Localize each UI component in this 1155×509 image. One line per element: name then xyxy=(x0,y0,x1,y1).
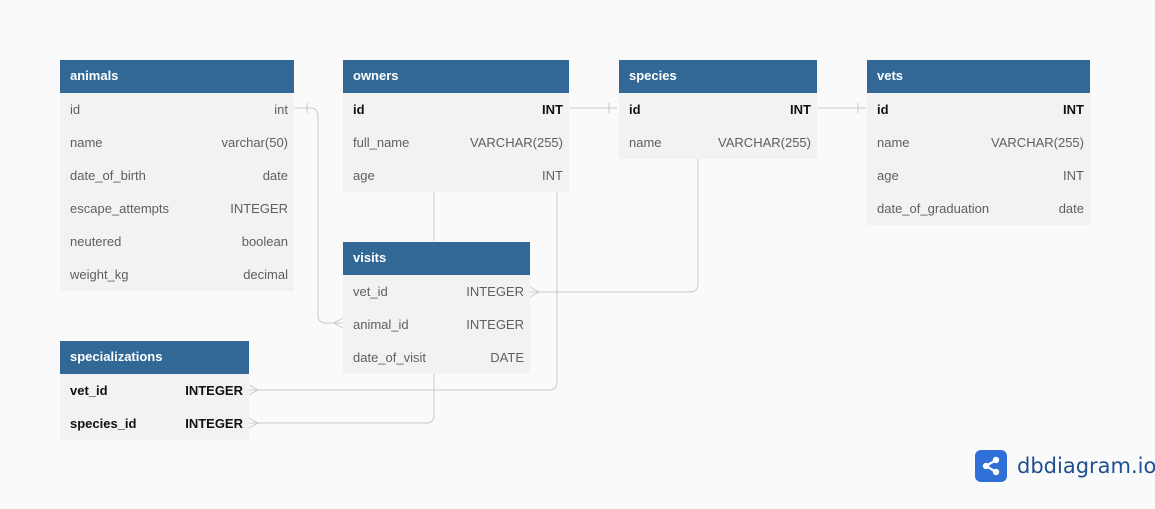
column-type: DATE xyxy=(490,350,524,365)
column-row[interactable]: date_of_visit DATE xyxy=(343,341,530,374)
column-type: INT xyxy=(542,102,563,117)
column-type: INTEGER xyxy=(466,284,524,299)
column-row[interactable]: vet_id INTEGER xyxy=(60,374,249,407)
column-name: vet_id xyxy=(353,284,388,299)
column-row[interactable]: name VARCHAR(255) xyxy=(619,126,817,159)
column-name: date_of_visit xyxy=(353,350,426,365)
column-type: INTEGER xyxy=(185,416,243,431)
column-type: date xyxy=(1058,201,1084,216)
link-visits-specializations-crowfoot xyxy=(248,417,260,429)
table-header[interactable]: visits xyxy=(343,242,530,275)
column-type: VARCHAR(255) xyxy=(991,135,1084,150)
brand-name: dbdiagram.io xyxy=(1017,454,1155,478)
column-name: neutered xyxy=(70,234,122,249)
column-type: boolean xyxy=(241,234,288,249)
table-header[interactable]: owners xyxy=(343,60,569,93)
column-row[interactable]: id INT xyxy=(343,93,569,126)
link-species-visits xyxy=(530,158,699,293)
column-row[interactable]: neutered boolean xyxy=(60,225,294,258)
column-name: date_of_graduation xyxy=(877,201,990,216)
column-type: varchar(50) xyxy=(221,135,288,150)
column-row[interactable]: escape_attempts INTEGER xyxy=(60,192,294,225)
link-species-visits-crowfoot xyxy=(529,286,541,298)
column-row[interactable]: weight_kg decimal xyxy=(60,258,294,291)
column-type: INT xyxy=(790,102,811,117)
column-name: vet_id xyxy=(70,383,108,398)
column-row[interactable]: age INT xyxy=(867,159,1090,192)
table-header[interactable]: vets xyxy=(867,60,1090,93)
column-name: full_name xyxy=(353,135,410,150)
column-type: date xyxy=(262,168,288,183)
column-name: name xyxy=(70,135,103,150)
column-type: VARCHAR(255) xyxy=(470,135,563,150)
link-visits-specializations xyxy=(249,374,435,424)
column-name: weight_kg xyxy=(70,267,129,282)
column-type: decimal xyxy=(243,267,288,282)
column-type: INT xyxy=(1063,102,1084,117)
link-animals-visits xyxy=(295,107,343,324)
column-row[interactable]: id INT xyxy=(619,93,817,126)
column-row[interactable]: name VARCHAR(255) xyxy=(867,126,1090,159)
column-name: id xyxy=(70,102,81,117)
link-owners-specializations xyxy=(249,191,558,391)
column-row[interactable]: date_of_birth date xyxy=(60,159,294,192)
table-species[interactable]: species id INT name VARCHAR(255) xyxy=(619,60,817,159)
column-name: age xyxy=(353,168,375,183)
column-name: animal_id xyxy=(353,317,409,332)
column-name: escape_attempts xyxy=(70,201,170,216)
column-row[interactable]: id INT xyxy=(867,93,1090,126)
column-name: id xyxy=(629,102,641,117)
column-row[interactable]: species_id INTEGER xyxy=(60,407,249,440)
link-owners-specializations-crowfoot xyxy=(248,384,260,396)
column-type: INT xyxy=(542,168,563,183)
table-header[interactable]: animals xyxy=(60,60,294,93)
column-name: name xyxy=(877,135,910,150)
table-header[interactable]: species xyxy=(619,60,817,93)
column-name: name xyxy=(629,135,662,150)
column-name: id xyxy=(353,102,365,117)
column-type: INT xyxy=(1063,168,1084,183)
column-name: date_of_birth xyxy=(70,168,146,183)
column-type: INTEGER xyxy=(466,317,524,332)
table-animals[interactable]: animals id int name varchar(50) date_of_bi… xyxy=(60,60,294,291)
link-animals-visits-crowfoot xyxy=(332,317,344,329)
column-name: age xyxy=(877,168,899,183)
column-row[interactable]: animal_id INTEGER xyxy=(343,308,530,341)
column-row[interactable]: vet_id INTEGER xyxy=(343,275,530,308)
column-type: int xyxy=(274,102,288,117)
column-row[interactable]: date_of_graduation date xyxy=(867,192,1090,225)
column-row[interactable]: age INT xyxy=(343,159,569,192)
column-name: species_id xyxy=(70,416,137,431)
column-row[interactable]: full_name VARCHAR(255) xyxy=(343,126,569,159)
brand-logo[interactable]: dbdiagram.io xyxy=(975,450,1155,482)
table-header[interactable]: specializations xyxy=(60,341,249,374)
column-name: id xyxy=(877,102,889,117)
share-nodes-icon xyxy=(975,450,1007,482)
column-type: INTEGER xyxy=(185,383,243,398)
column-row[interactable]: name varchar(50) xyxy=(60,126,294,159)
column-type: INTEGER xyxy=(230,201,288,216)
column-type: VARCHAR(255) xyxy=(718,135,811,150)
column-row[interactable]: id int xyxy=(60,93,294,126)
